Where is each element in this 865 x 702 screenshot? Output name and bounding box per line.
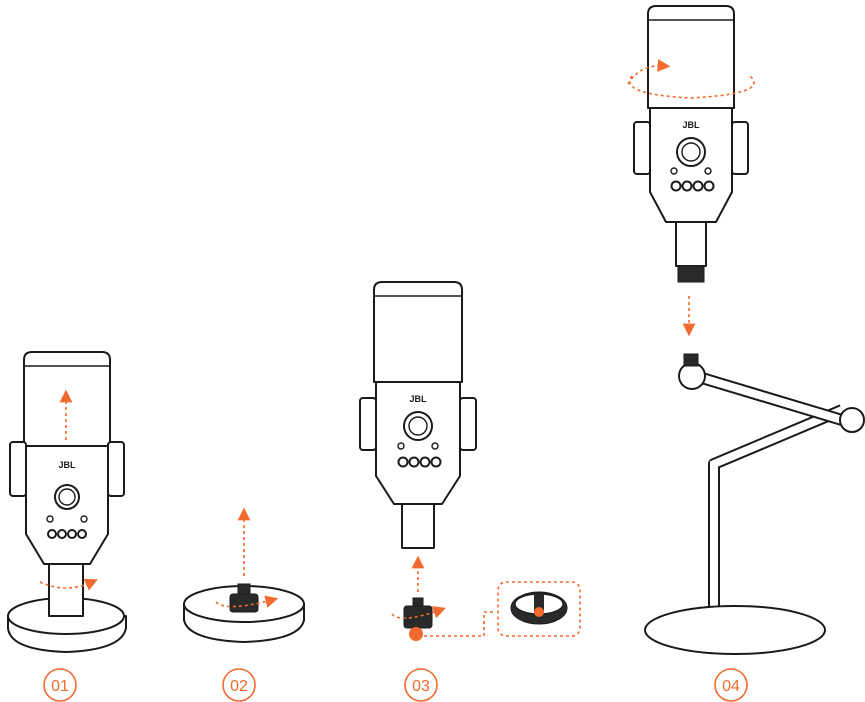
brand-logo: JBL xyxy=(409,394,427,404)
yoke-left xyxy=(359,397,377,451)
brand-logo: JBL xyxy=(58,460,76,470)
yoke-left xyxy=(633,121,651,175)
brand-logo: JBL xyxy=(682,120,700,130)
yoke-left xyxy=(9,441,27,497)
thread-adapter xyxy=(403,597,433,629)
mount-knob xyxy=(678,362,706,390)
microphone: JBL xyxy=(9,351,125,565)
mic-stem xyxy=(675,221,707,267)
arm-joint xyxy=(839,407,865,433)
boom-arm xyxy=(644,353,865,655)
svg-text:03: 03 xyxy=(412,678,430,695)
highlight-dot xyxy=(409,627,423,641)
step-label-02: 02 xyxy=(222,668,256,702)
yoke-right xyxy=(731,121,749,175)
mount-collar xyxy=(677,265,705,283)
yoke-right xyxy=(107,441,125,497)
step-label-04: 04 xyxy=(714,668,748,702)
mount-thread xyxy=(683,353,699,367)
boom-base xyxy=(644,605,826,655)
callout-leader xyxy=(424,611,496,637)
svg-text:04: 04 xyxy=(722,678,740,695)
step-4-illustration: JBL xyxy=(627,5,865,655)
step-2-illustration xyxy=(183,507,305,643)
svg-text:02: 02 xyxy=(230,678,248,695)
step-label-03: 03 xyxy=(404,668,438,702)
microphone: JBL xyxy=(359,281,477,549)
step-1-illustration: JBL xyxy=(7,351,127,653)
microphone: JBL xyxy=(633,5,749,283)
step-label-01: 01 xyxy=(43,668,77,702)
step-3-illustration: JBL xyxy=(359,281,581,641)
rotate-arrow xyxy=(391,606,447,619)
svg-text:01: 01 xyxy=(51,678,69,695)
rotate-arrow xyxy=(39,578,98,591)
yoke-right xyxy=(459,397,477,451)
adapter-detail-callout xyxy=(497,581,581,637)
mic-stem xyxy=(401,503,435,549)
rotate-arrow xyxy=(215,595,279,608)
